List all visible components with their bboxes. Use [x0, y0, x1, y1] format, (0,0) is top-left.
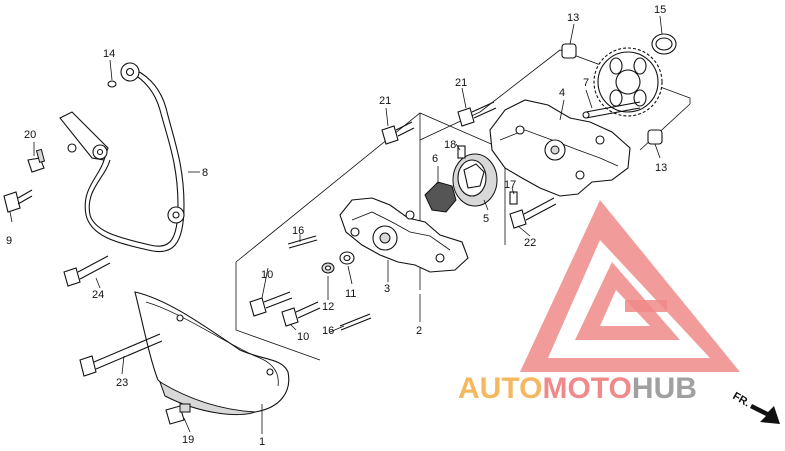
bolt-9	[3, 189, 33, 213]
direction-arrow-icon	[750, 404, 780, 424]
outer-rotor	[452, 153, 498, 207]
pump-body	[339, 197, 469, 273]
label-16-lower: 16	[322, 325, 334, 337]
watermark-logo	[520, 200, 740, 372]
bolt-10-lower	[281, 301, 321, 327]
label-11: 11	[345, 288, 356, 300]
label-5: 5	[483, 213, 489, 225]
label-14: 14	[103, 48, 115, 60]
bolt-23	[79, 333, 163, 377]
label-13-right: 13	[655, 162, 667, 174]
label-18: 18	[444, 139, 456, 151]
front-direction-indicator: FR.	[731, 390, 780, 424]
label-22: 22	[524, 237, 536, 249]
label-1: 1	[259, 436, 265, 448]
label-20: 20	[24, 129, 36, 141]
leader-lines	[9, 15, 663, 434]
part-labels: 1 2 3 4 5 6 7 8 9 10 10 11 12 13 13 14 1…	[6, 4, 667, 448]
label-16-upper: 16	[292, 225, 304, 237]
washer-11	[339, 251, 355, 265]
watermark-text: AUTOMOTOHUB	[458, 372, 697, 405]
watermark-hub: HUB	[632, 372, 697, 405]
label-17: 17	[504, 179, 516, 191]
pin-17	[509, 191, 518, 205]
label-4: 4	[559, 87, 565, 99]
washer-14	[107, 80, 117, 88]
pump-housing	[489, 99, 631, 197]
svg-text:AUTOMOTOHUB: AUTOMOTOHUB	[458, 372, 697, 405]
oil-pipe	[59, 62, 185, 253]
bolt-21-left	[381, 121, 415, 145]
inner-rotor	[424, 181, 457, 213]
dowel-pin-13-top	[561, 43, 577, 59]
label-9: 9	[6, 235, 12, 247]
label-23: 23	[116, 377, 128, 389]
watermark-moto: MOTO	[542, 372, 631, 405]
label-6: 6	[432, 153, 438, 165]
pin-18	[457, 145, 466, 159]
label-13-top: 13	[567, 12, 579, 24]
drive-gear	[582, 47, 663, 119]
bolt-21-right	[457, 101, 497, 127]
o-ring-15	[651, 33, 677, 55]
bolt-20	[27, 148, 46, 173]
watermark-auto: AUTO	[458, 372, 542, 405]
bolt-10-upper	[249, 291, 293, 317]
label-10-lower: 10	[297, 331, 309, 343]
guard-plate	[134, 291, 290, 416]
direction-label: FR.	[731, 390, 752, 409]
label-15: 15	[654, 4, 666, 16]
dowel-pin-13-right	[647, 129, 663, 145]
label-7: 7	[583, 77, 589, 89]
label-10-upper: 10	[261, 269, 273, 281]
label-24: 24	[92, 289, 104, 301]
label-3: 3	[384, 283, 390, 295]
bolt-24	[63, 255, 111, 287]
label-19: 19	[182, 434, 194, 446]
label-12: 12	[322, 301, 334, 313]
label-21-right: 21	[455, 77, 467, 89]
spring-washer-12	[321, 262, 335, 274]
bolt-19	[165, 403, 191, 425]
label-21-left: 21	[379, 95, 391, 107]
bolt-22	[509, 197, 557, 229]
stud-16-upper	[287, 235, 318, 249]
label-2: 2	[416, 325, 422, 337]
stud-16-lower	[339, 313, 372, 331]
label-8: 8	[202, 167, 208, 179]
